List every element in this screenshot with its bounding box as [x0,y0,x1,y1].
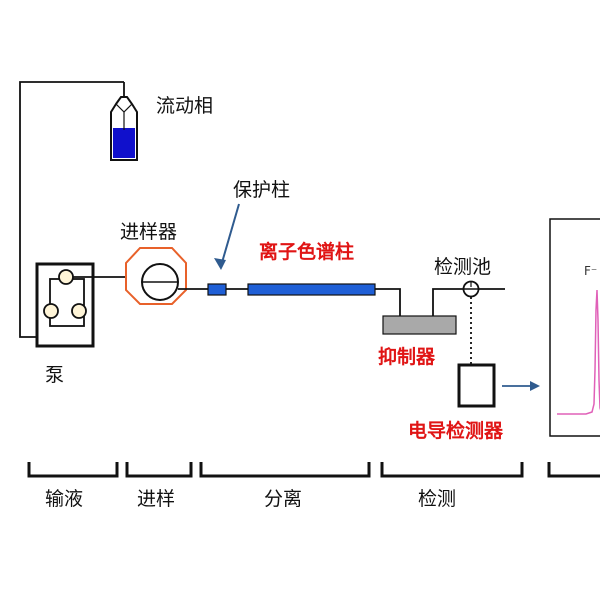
stage-bracket-separation [199,462,371,478]
chromatogram-trace [557,289,600,415]
mobile-phase-label: 流动相 [156,95,214,117]
pump-icon [35,262,95,348]
conductivity-detector-icon [457,363,496,408]
stage-bracket-injection [125,462,193,478]
ion-column-icon [247,283,376,296]
stage-bracket-detection [380,462,524,478]
suppressor-icon [382,315,457,335]
guard-column-pointer-arrow [214,203,240,270]
injector-label: 进样器 [120,221,178,243]
conductivity-detector-label: 电导检测器 [408,420,504,442]
detector-to-chromatogram-arrow [502,381,540,391]
stage-bracket-delivery [27,462,119,478]
stage-label-delivery: 输液 [45,488,84,510]
chromatogram-panel [549,218,600,437]
stage-label-injection: 进样 [137,488,176,510]
stage-label-separation: 分离 [264,488,303,510]
stage-label-detection: 检测 [418,488,457,510]
guard-column-icon [207,283,227,296]
suppressor-to-cell-tubing [432,288,463,316]
detection-cell-icon [462,280,480,298]
column-to-suppressor-tubing [375,288,401,316]
supply-tubing [19,81,125,338]
mobile-phase-liquid [113,128,135,158]
guard-column-label: 保护柱 [233,179,291,201]
stage-bracket-output [547,462,600,478]
stage-brackets [27,462,600,478]
chromatogram-peak-label: F⁻ [584,264,598,278]
ion-column-label: 离子色谱柱 [259,241,355,263]
pump-label: 泵 [45,364,65,386]
injector-icon [125,247,187,305]
detection-cell-label: 检测池 [434,256,492,278]
suppressor-label: 抑制器 [378,346,436,368]
mobile-phase-bottle-icon [110,96,138,161]
